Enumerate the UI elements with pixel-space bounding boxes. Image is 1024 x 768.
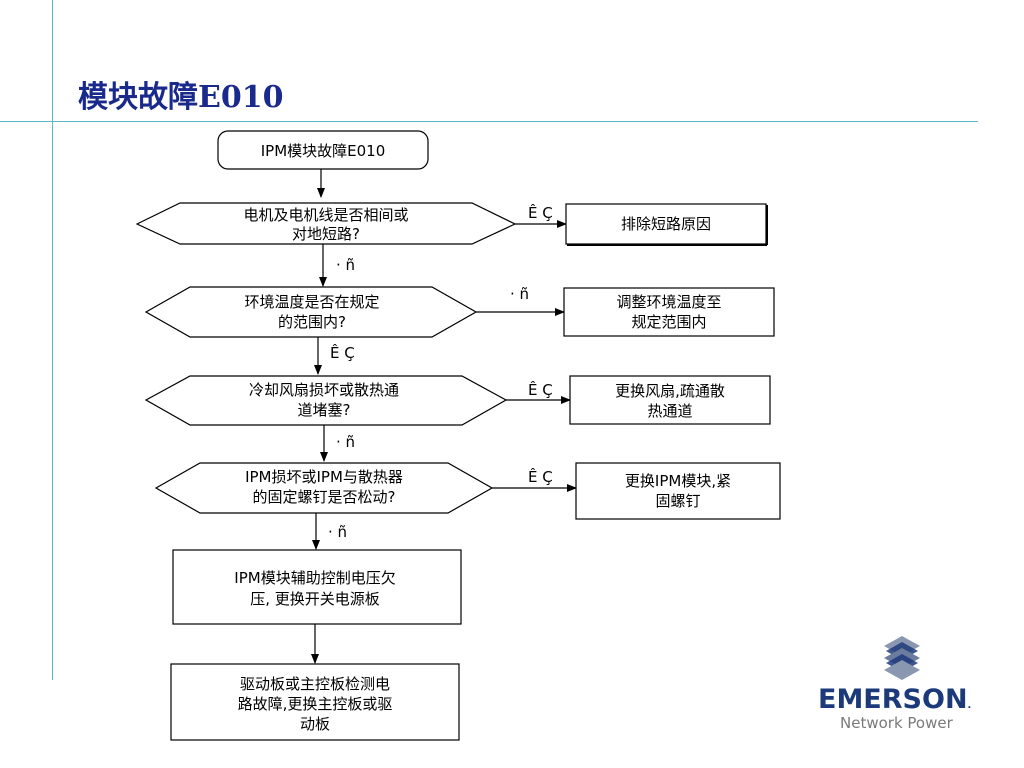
process-2-line1: 驱动板或主控板检测电 [240, 675, 390, 693]
label-no-1: · ñ [336, 256, 355, 274]
decision-3-line1: 冷却风扇损坏或散热通 [249, 381, 399, 399]
decision-1-line2: 对地短路? [292, 225, 360, 243]
label-no-3: · ñ [336, 433, 355, 451]
process-1-line1: IPM模块辅助控制电压欠 [234, 569, 395, 587]
action-2 [563, 287, 775, 337]
emerson-logo-mark-icon [884, 636, 920, 680]
decision-2-line1: 环境温度是否在规定 [244, 293, 379, 311]
action-3-line2: 热通道 [647, 402, 692, 420]
process-2-line3: 动板 [300, 715, 330, 733]
label-yes-2: Ê Ç [330, 343, 355, 362]
start-node-text: IPM模块故障E010 [261, 142, 386, 160]
process-1 [172, 549, 462, 625]
label-no-4: · ñ [328, 523, 347, 541]
action-4 [575, 462, 781, 520]
decision-4-line1: IPM损坏或IPM与散热器 [245, 468, 403, 486]
label-yes-4: Ê Ç [528, 467, 553, 486]
action-4-line2: 固螺钉 [655, 492, 700, 510]
process-2-line2: 路故障,更换主控板或驱 [238, 695, 393, 713]
decision-3-line2: 道堵塞? [298, 401, 351, 419]
decorative-vertical-line [52, 0, 53, 680]
process-2 [170, 663, 460, 741]
action-3 [569, 375, 771, 425]
start-node [217, 130, 429, 170]
emerson-wordmark: EMERSON. [818, 684, 972, 715]
label-yes-3: Ê Ç [528, 380, 553, 399]
action-2-line1: 调整环境温度至 [616, 293, 721, 311]
action-1-text: 排除短路原因 [621, 215, 711, 233]
decision-2-line2: 的范围内? [278, 313, 346, 331]
decision-4-line2: 的固定螺钉是否松动? [253, 488, 396, 506]
emerson-subtitle: Network Power [840, 714, 953, 732]
decision-1-line1: 电机及电机线是否相间或 [243, 206, 408, 224]
action-4-line1: 更换IPM模块,紧 [625, 472, 731, 490]
emerson-logo: EMERSON. Network Power [818, 636, 993, 736]
action-2-line2: 规定范围内 [631, 313, 706, 331]
slide-title: 模块故障E010 [78, 80, 284, 115]
action-3-line1: 更换风扇,疏通散 [615, 382, 725, 400]
decorative-horizontal-line [0, 121, 978, 122]
label-no-2: · ñ [510, 285, 529, 303]
process-1-line2: 压, 更换开关电源板 [250, 590, 380, 608]
label-yes-1: Ê Ç [528, 203, 553, 222]
